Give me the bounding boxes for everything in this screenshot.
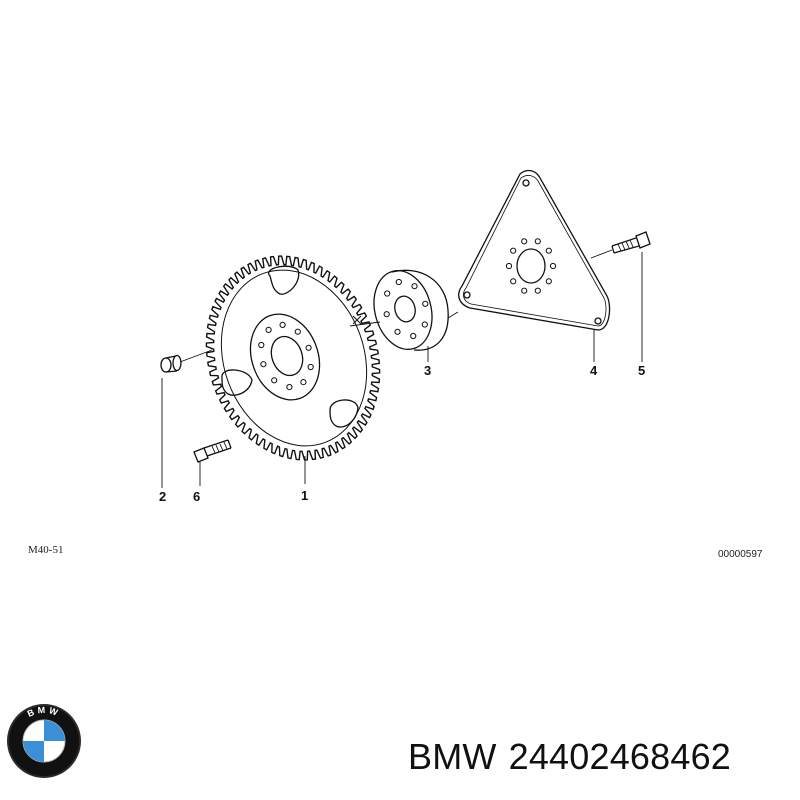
bolt-hole (307, 363, 314, 371)
callout-6: 6 (193, 489, 200, 504)
callout-3: 3 (424, 363, 431, 378)
drive-gear-part-1 (205, 255, 381, 461)
bolt-hole (384, 290, 391, 297)
bolt-hole (286, 384, 293, 391)
leader-lines (161, 249, 643, 488)
bolt-hole (411, 283, 418, 290)
spacer-part-3 (373, 269, 449, 351)
bolt-hole (510, 247, 517, 254)
part-number: 24402468462 (508, 736, 732, 777)
bolt-hole (421, 321, 428, 328)
bolt-hole (545, 247, 552, 254)
callout-5: 5 (638, 363, 645, 378)
bolt-hole (549, 262, 557, 270)
bolt-hole (410, 332, 417, 340)
bolt-hole (534, 287, 541, 294)
bolt-hole (510, 278, 517, 285)
bolt-hole (294, 328, 301, 335)
callout-2: 2 (159, 489, 166, 504)
part-caption: BMW 24402468462 (408, 736, 743, 778)
diagram-code-right: 00000597 (718, 549, 763, 560)
bolt-hole (265, 326, 272, 333)
bolt-part-6 (193, 439, 232, 463)
flex-plate-part-4 (458, 169, 611, 331)
bolt-hole (521, 287, 528, 294)
bmw-logo-icon: BMW (7, 704, 81, 778)
svg-text:BMW: BMW (26, 705, 62, 719)
bolt-hole (394, 328, 401, 335)
bolt-hole (258, 341, 265, 349)
bolt-hole (383, 311, 390, 318)
bolt-hole (534, 238, 541, 245)
bolt-hole (422, 300, 429, 307)
diagram-code-left: M40-51 (28, 544, 63, 556)
callout-1: 1 (301, 488, 308, 503)
bolt-hole (260, 361, 267, 368)
bolt-hole (395, 278, 402, 286)
bolt-part-5 (611, 231, 651, 254)
bolt-hole (271, 377, 278, 384)
bush-part-2 (160, 354, 182, 373)
bolt-hole (505, 262, 513, 270)
bolt-hole (521, 238, 528, 245)
bolt-hole (300, 379, 307, 386)
bolt-hole (279, 321, 286, 328)
bolt-hole (305, 344, 312, 351)
callout-4: 4 (590, 363, 598, 378)
brand-name: BMW (408, 736, 497, 777)
bolt-hole (545, 278, 552, 285)
